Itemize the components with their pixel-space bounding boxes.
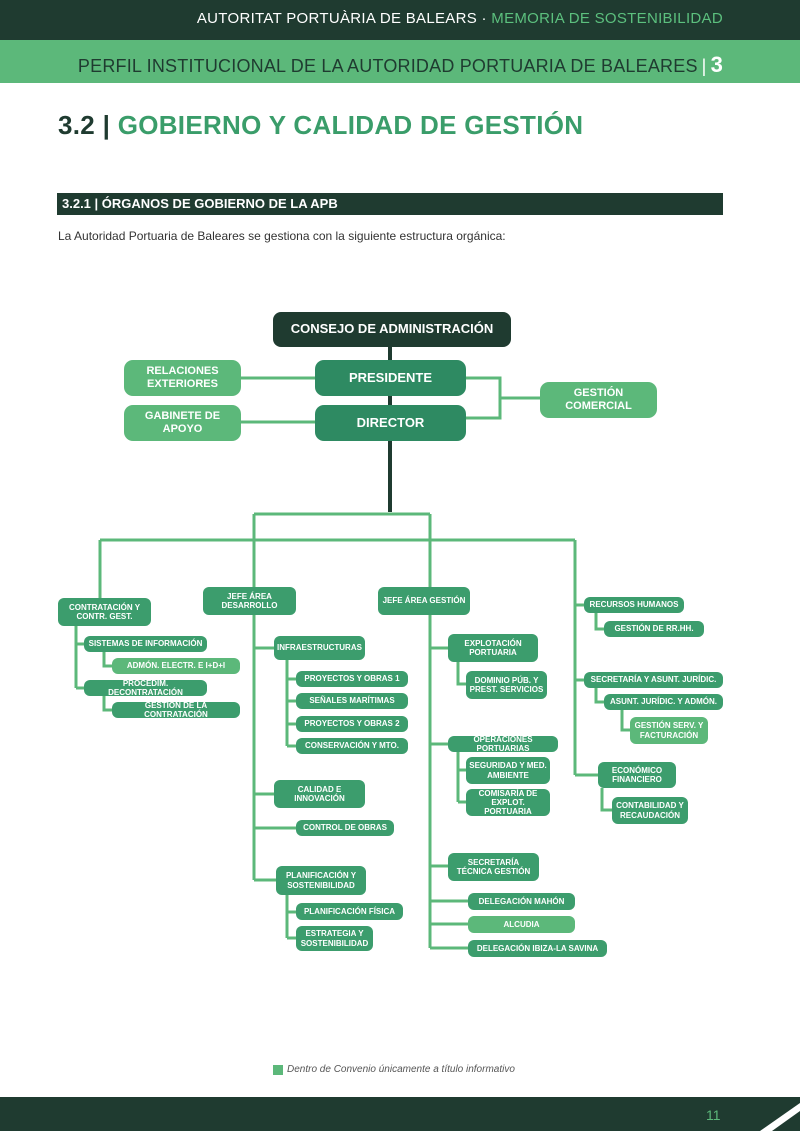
intro-text: La Autoridad Portuaria de Baleares se ge…	[58, 229, 506, 243]
box-gestion-contratacion: GESTIÓN DE LA CONTRATACIÓN	[112, 701, 240, 719]
box-secretaria-juridica: SECRETARÍA Y ASUNT. JURÍDIC.	[584, 672, 723, 688]
box-rrhh: RECURSOS HUMANOS	[584, 597, 684, 613]
box-infraestructuras: INFRAESTRUCTURAS	[274, 636, 365, 660]
box-asunt-juridic: ASUNT. JURÍDIC. Y ADMÓN.	[604, 694, 723, 710]
footer-stripe-shape	[760, 1103, 800, 1131]
box-relaciones: RELACIONES EXTERIORES	[124, 360, 241, 396]
legend-swatch	[273, 1065, 283, 1075]
page-title-text: GOBIERNO Y CALIDAD DE GESTIÓN	[117, 110, 584, 140]
section-number: 3	[710, 52, 723, 77]
box-sistemas: SISTEMAS DE INFORMACIÓN	[84, 636, 207, 652]
box-operaciones: OPERACIONES PORTUARIAS	[448, 735, 558, 753]
box-estrategia: ESTRATEGIA Y SOSTENIBILIDAD	[296, 926, 373, 951]
box-ibiza: DELEGACIÓN IBIZA-LA SAVINA	[468, 940, 607, 957]
box-jefe-gestion: JEFE ÁREA GESTIÓN	[378, 587, 470, 615]
box-gestion-rrhh: GESTIÓN DE RR.HH.	[604, 621, 704, 637]
page-title: 3.2 | GOBIERNO Y CALIDAD DE GESTIÓN	[58, 110, 583, 141]
section-header: PERFIL INSTITUCIONAL DE LA AUTORIDAD POR…	[78, 52, 723, 78]
box-conservacion: CONSERVACIÓN Y MTO.	[296, 738, 408, 754]
box-comisaria: COMISARÍA DE EXPLOT. PORTUARIA	[466, 789, 550, 816]
box-dominio: DOMINIO PÚB. Y PREST. SERVICIOS	[466, 671, 547, 699]
conn-contab	[600, 788, 612, 812]
box-economico: ECONÓMICO FINANCIERO	[598, 762, 676, 788]
subsection-bar	[57, 193, 723, 215]
page-title-number: 3.2 |	[58, 110, 111, 140]
page-number: 11	[706, 1107, 721, 1123]
box-mahon: DELEGACIÓN MAHÓN	[468, 893, 575, 910]
box-explotacion: EXPLOTACIÓN PORTUARIA	[448, 634, 538, 662]
box-procedim: PROCEDIM. DECONTRATACIÓN	[84, 679, 207, 697]
box-contratacion: CONTRATACIÓN Y CONTR. GEST.	[58, 598, 151, 626]
subsection-title: 3.2.1 | ÓRGANOS DE GOBIERNO DE LA APB	[62, 196, 338, 211]
box-proyectos1: PROYECTOS Y OBRAS 1	[296, 671, 408, 687]
box-calidad: CALIDAD E INNOVACIÓN	[274, 780, 365, 808]
box-gabinete: GABINETE DE APOYO	[124, 405, 241, 441]
box-proyectos2: PROYECTOS Y OBRAS 2	[296, 716, 408, 732]
box-contabilidad: CONTABILIDAD Y RECAUDACIÓN	[612, 797, 688, 824]
header-separator: ·	[481, 10, 487, 27]
top-header-bar	[0, 0, 800, 40]
header-publication: AUTORITAT PORTUÀRIA DE BALEARS · MEMORIA…	[197, 10, 723, 27]
box-consejo: CONSEJO DE ADMINISTRACIÓN	[273, 312, 511, 347]
header-memo: MEMORIA DE SOSTENIBILIDAD	[491, 10, 723, 27]
box-jefe-desarrollo: JEFE ÁREA DESARROLLO	[203, 587, 296, 615]
box-planificacion: PLANIFICACIÓN Y SOSTENIBILIDAD	[276, 866, 366, 895]
box-comercial: GESTIÓN COMERCIAL	[540, 382, 657, 418]
box-gestion-serv: GESTIÓN SERV. Y FACTURACIÓN	[630, 717, 708, 744]
box-presidente: PRESIDENTE	[315, 360, 466, 396]
conn-admon	[102, 652, 112, 668]
conn-asunt	[594, 688, 604, 704]
box-director: DIRECTOR	[315, 405, 466, 441]
conn-dominio	[456, 662, 466, 686]
footer-bar	[0, 1097, 800, 1131]
conn-gestserv	[620, 710, 630, 732]
conn-gestion-contr	[102, 696, 112, 712]
conn-gestrrhh	[594, 613, 604, 631]
footer-stripe	[760, 1103, 800, 1131]
box-senales: SEÑALES MARÍTIMAS	[296, 693, 408, 709]
conn-bracket-right	[465, 376, 502, 420]
header-org: AUTORITAT PORTUÀRIA DE BALEARS	[196, 10, 478, 27]
box-alcudia: ALCUDIA	[468, 916, 575, 933]
legend-text: Dentro de Convenio únicamente a título i…	[287, 1064, 515, 1075]
box-admon-electr: ADMÓN. ELECTR. E I+D+I	[112, 658, 240, 674]
section-title: PERFIL INSTITUCIONAL DE LA AUTORIDAD POR…	[77, 56, 698, 76]
box-control-obras: CONTROL DE OBRAS	[296, 820, 394, 836]
box-secretaria-tecnica: SECRETARÍA TÉCNICA GESTIÓN	[448, 853, 539, 881]
box-seguridad: SEGURIDAD Y MED. AMBIENTE	[466, 757, 550, 784]
box-planif-fisica: PLANIFICACIÓN FÍSICA	[296, 903, 403, 920]
section-pipe: |	[701, 56, 707, 76]
section-header-bar	[0, 40, 800, 83]
